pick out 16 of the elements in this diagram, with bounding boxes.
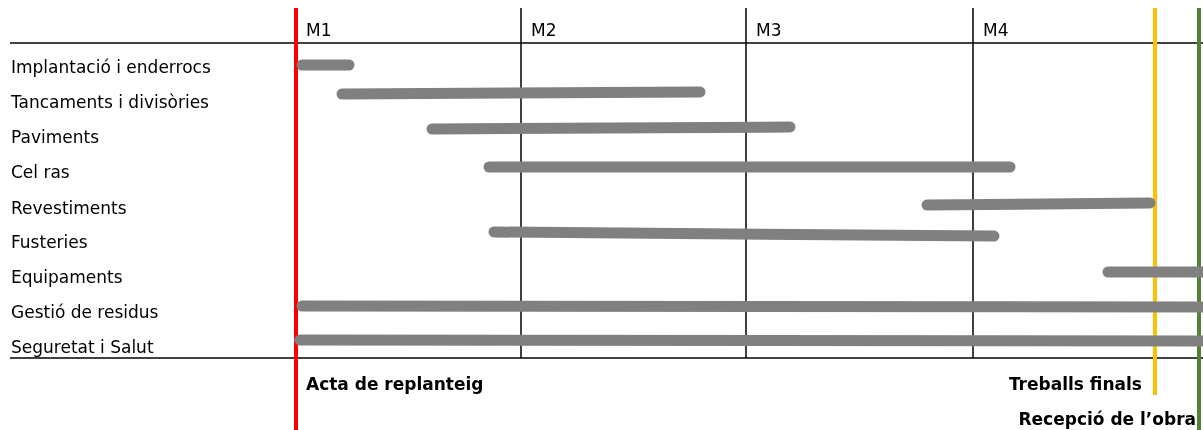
row-label: Gestió de residus xyxy=(11,302,159,322)
column-header: M2 xyxy=(531,20,557,40)
milestone-label: Recepció de l’obra xyxy=(1018,409,1196,429)
column-header: M1 xyxy=(306,20,332,40)
row-label: Cel ras xyxy=(11,162,70,182)
row-label: Paviments xyxy=(11,127,99,147)
row-label: Equipaments xyxy=(11,267,123,287)
row-label: Revestiments xyxy=(11,198,127,218)
row-label: Implantació i enderrocs xyxy=(11,57,211,77)
row-label: Tancaments i divisòries xyxy=(11,92,209,112)
milestone-label: Acta de replanteig xyxy=(306,374,484,394)
row-label: Seguretat i Salut xyxy=(11,337,154,357)
row-label: Fusteries xyxy=(11,232,88,252)
column-header: M3 xyxy=(756,20,782,40)
milestone-label: Treballs finals xyxy=(1008,374,1142,394)
column-header: M4 xyxy=(983,20,1009,40)
